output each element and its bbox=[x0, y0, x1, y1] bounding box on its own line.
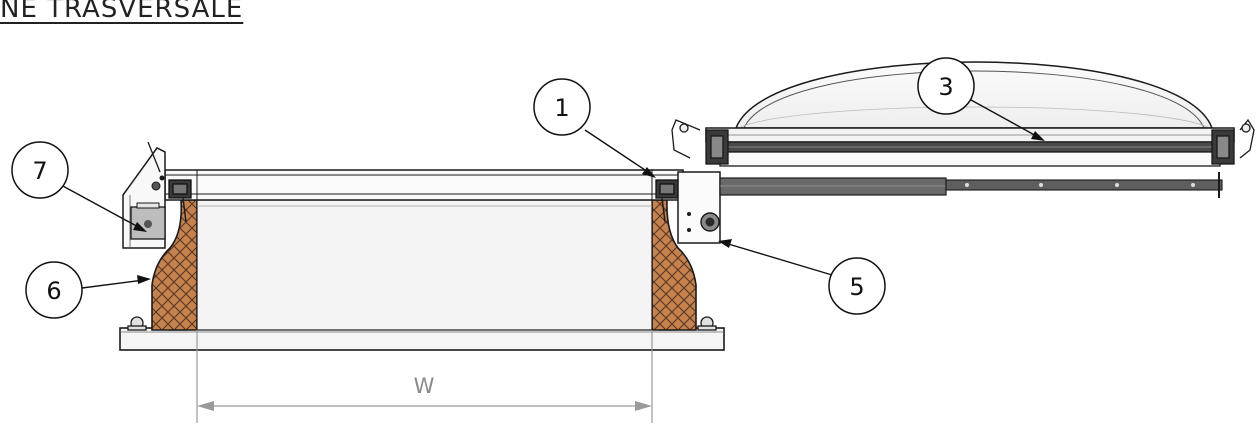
dimension-w bbox=[196, 330, 653, 423]
insulation-right bbox=[651, 199, 697, 331]
section-title: NE TRASVERSALE bbox=[0, 0, 244, 24]
fixing-screws bbox=[182, 197, 666, 223]
inner-lining bbox=[196, 199, 653, 331]
dome-frame bbox=[705, 127, 1235, 167]
callout-label-6: 6 bbox=[46, 277, 61, 305]
callout-7: 7 bbox=[11, 141, 69, 199]
top-frame bbox=[164, 169, 684, 201]
callout-5: 5 bbox=[828, 257, 886, 315]
callout-3: 3 bbox=[917, 57, 975, 115]
callout-label-5: 5 bbox=[849, 273, 864, 301]
insulation-left bbox=[151, 199, 198, 331]
callout-label-7: 7 bbox=[32, 157, 47, 185]
callout-label-3: 3 bbox=[938, 73, 953, 101]
callout-label-1: 1 bbox=[554, 94, 569, 122]
callout-1: 1 bbox=[533, 78, 591, 136]
callout-6: 6 bbox=[25, 261, 83, 319]
seal-blocks bbox=[168, 179, 679, 199]
dome-end-profiles bbox=[671, 118, 1255, 165]
actuator-box bbox=[130, 202, 166, 240]
leader-lines bbox=[60, 94, 1045, 289]
dimension-label: W bbox=[414, 374, 435, 398]
base-plate bbox=[119, 327, 725, 351]
right-bracket bbox=[677, 171, 721, 244]
opened-dome bbox=[734, 61, 1214, 129]
actuator-rail bbox=[719, 172, 1223, 198]
